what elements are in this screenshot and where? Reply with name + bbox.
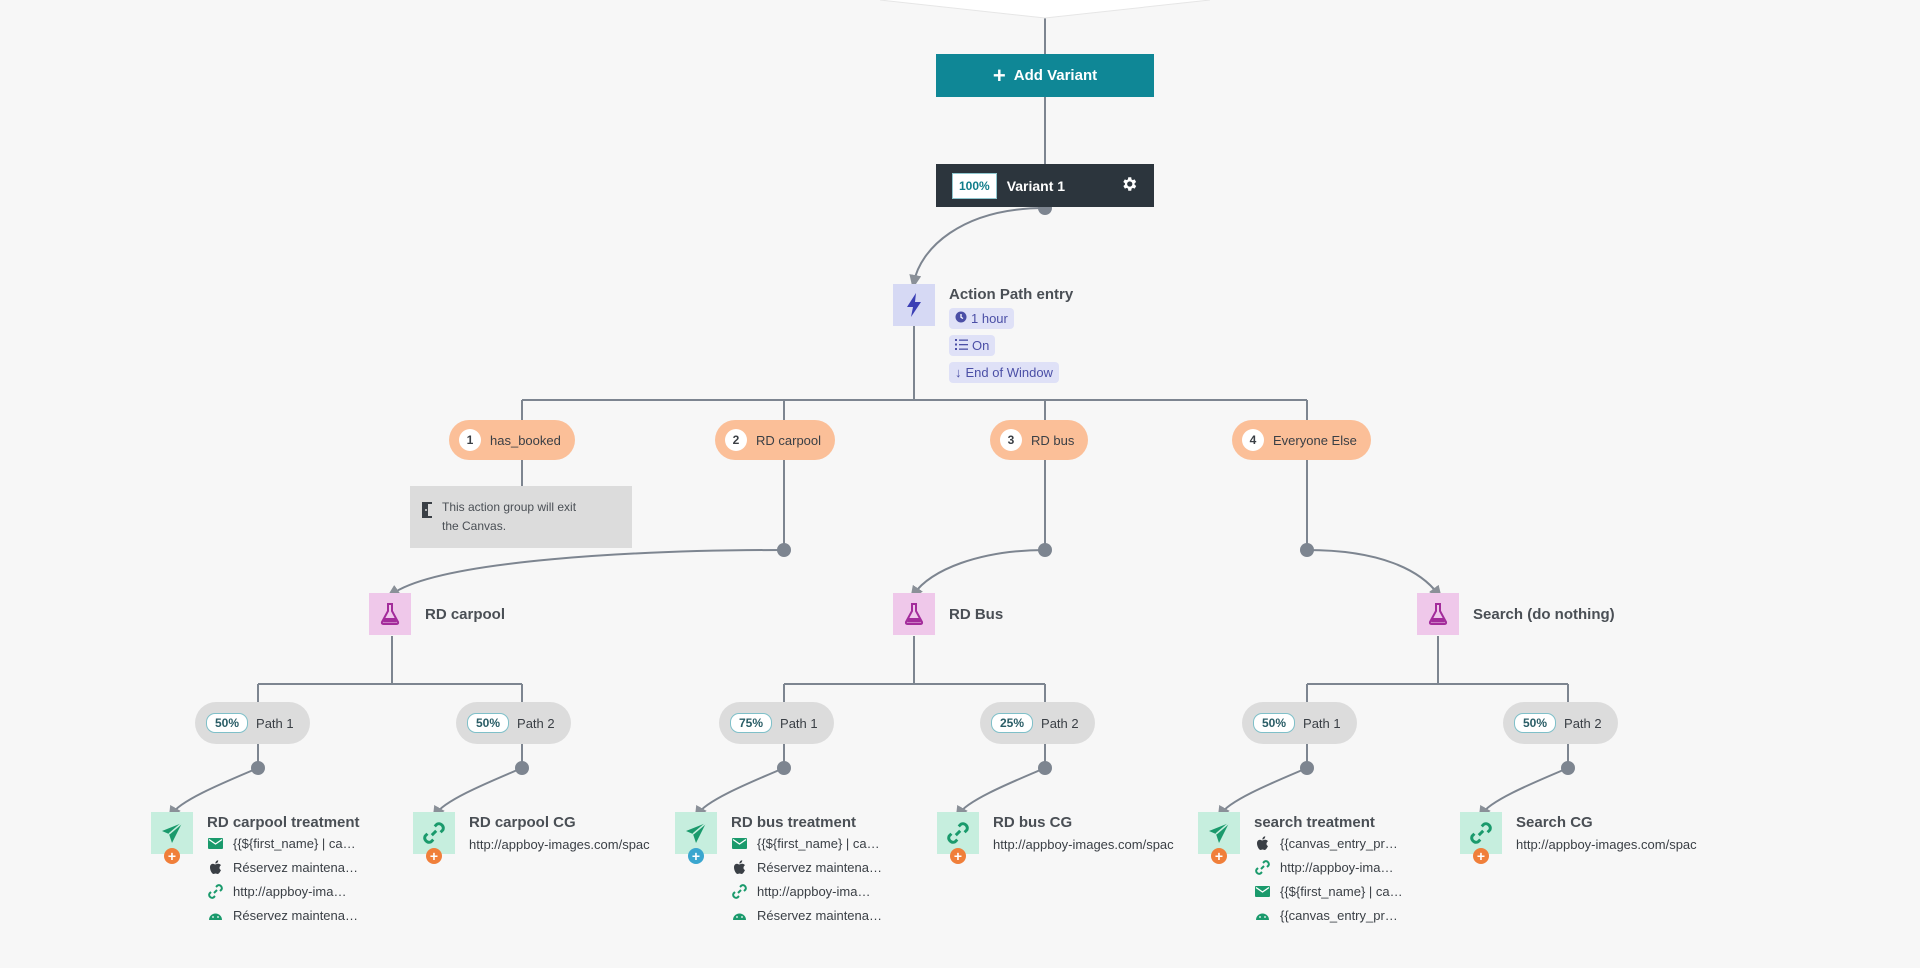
path-percent: 25% [991, 713, 1034, 733]
message-url: http://appboy-images.com/spac [993, 837, 1174, 852]
flask-icon[interactable] [1417, 593, 1459, 635]
link-icon [1254, 860, 1270, 875]
experiment-title[interactable]: Search (do nothing) [1473, 606, 1615, 623]
email-icon [207, 838, 223, 849]
arrow-down-icon: ↓ [955, 365, 962, 380]
link-icon [731, 884, 747, 899]
action-group-2[interactable]: 2 RD carpool [715, 420, 836, 460]
add-step-icon[interactable]: + [1473, 848, 1489, 864]
tag-advance: ↓ End of Window [949, 362, 1059, 383]
link-icon[interactable] [1460, 812, 1502, 854]
path-pill[interactable]: 50% Path 2 [1503, 702, 1618, 744]
action-group-1[interactable]: 1 has_booked [449, 420, 575, 460]
path-pill[interactable]: 75% Path 1 [719, 702, 834, 744]
path-label: Path 1 [780, 715, 818, 731]
variant-name: Variant 1 [1006, 177, 1066, 194]
experiment-title[interactable]: RD carpool [425, 606, 506, 623]
experiment-title[interactable]: RD Bus [949, 606, 1004, 623]
link-icon[interactable] [937, 812, 979, 854]
path-label: Path 1 [256, 715, 294, 731]
add-step-icon[interactable]: + [950, 848, 966, 864]
path-percent: 50% [206, 713, 249, 733]
path-label: Path 2 [517, 715, 555, 731]
action-path-title[interactable]: Action Path entry [949, 286, 1074, 303]
path-pill[interactable]: 50% Path 2 [456, 702, 571, 744]
exit-canvas-note: This action group will exit the Canvas. [410, 486, 632, 548]
action-group-3[interactable]: 3 RD bus [990, 420, 1089, 460]
plus-icon: + [992, 62, 1006, 88]
message-line: {{canvas_entry_pr… [1254, 836, 1414, 851]
message-line: {{${first_name} | ca… [1254, 884, 1414, 899]
path-percent: 50% [467, 713, 510, 733]
message-title[interactable]: RD carpool treatment [207, 814, 360, 831]
group-label: RD bus [1031, 432, 1075, 448]
send-icon[interactable] [151, 812, 193, 854]
group-label: Everyone Else [1273, 432, 1357, 448]
message-line: Réservez maintena… [207, 908, 367, 923]
android-icon [207, 911, 223, 921]
tag-ranked: On [949, 335, 996, 356]
message-line: Réservez maintena… [731, 860, 891, 875]
message-url: http://appboy-images.com/spac [1516, 837, 1697, 852]
group-number: 3 [1000, 429, 1022, 451]
link-icon [207, 884, 223, 899]
email-icon [731, 838, 747, 849]
path-label: Path 2 [1564, 715, 1602, 731]
android-icon [731, 911, 747, 921]
group-number: 1 [459, 429, 481, 451]
message-line: Réservez maintena… [731, 908, 891, 923]
message-title[interactable]: search treatment [1254, 814, 1375, 831]
add-variant-button[interactable]: + Add Variant [936, 54, 1154, 97]
message-title[interactable]: RD bus CG [993, 814, 1073, 831]
path-label: Path 1 [1303, 715, 1341, 731]
add-step-icon[interactable]: + [426, 848, 442, 864]
path-pill[interactable]: 25% Path 2 [980, 702, 1095, 744]
path-label: Path 2 [1041, 715, 1079, 731]
tag-window: 1 hour [949, 308, 1014, 329]
message-line: Réservez maintena… [207, 860, 367, 875]
send-icon[interactable] [675, 812, 717, 854]
add-step-icon[interactable]: + [164, 848, 180, 864]
send-icon[interactable] [1198, 812, 1240, 854]
message-line: {{${first_name} | ca… [207, 836, 367, 851]
group-number: 4 [1242, 429, 1264, 451]
message-title[interactable]: RD carpool CG [469, 814, 576, 831]
path-pill[interactable]: 50% Path 1 [1242, 702, 1357, 744]
message-line: http://appboy-ima… [1254, 860, 1414, 875]
message-line: http://appboy-ima… [207, 884, 367, 899]
apple-icon [731, 860, 747, 875]
exit-door-icon [422, 502, 434, 524]
group-label: has_booked [490, 432, 561, 448]
message-url: http://appboy-images.com/spac [469, 837, 650, 852]
variant-bar[interactable]: 100% Variant 1 [936, 164, 1154, 207]
path-percent: 50% [1514, 713, 1557, 733]
flask-icon[interactable] [369, 593, 411, 635]
action-group-4[interactable]: 4 Everyone Else [1232, 420, 1371, 460]
path-percent: 75% [730, 713, 773, 733]
path-percent: 50% [1253, 713, 1296, 733]
android-icon [1254, 911, 1270, 921]
group-number: 2 [725, 429, 747, 451]
apple-icon [1254, 836, 1270, 851]
path-pill[interactable]: 50% Path 1 [195, 702, 310, 744]
message-line: http://appboy-ima… [731, 884, 891, 899]
add-step-icon[interactable]: + [1211, 848, 1227, 864]
message-title[interactable]: RD bus treatment [731, 814, 857, 831]
lightning-icon[interactable] [893, 284, 935, 326]
message-title[interactable]: Search CG [1516, 814, 1593, 831]
message-line: {{${first_name} | ca… [731, 836, 891, 851]
message-line: {{canvas_entry_pr… [1254, 908, 1414, 923]
link-icon[interactable] [413, 812, 455, 854]
flask-icon[interactable] [893, 593, 935, 635]
add-step-icon[interactable]: + [688, 848, 704, 864]
variant-percent[interactable]: 100% [952, 172, 997, 199]
apple-icon [207, 860, 223, 875]
email-icon [1254, 886, 1270, 897]
gear-icon[interactable] [1120, 175, 1138, 196]
list-icon [955, 338, 968, 353]
clock-icon [955, 311, 967, 326]
group-label: RD carpool [756, 432, 822, 448]
